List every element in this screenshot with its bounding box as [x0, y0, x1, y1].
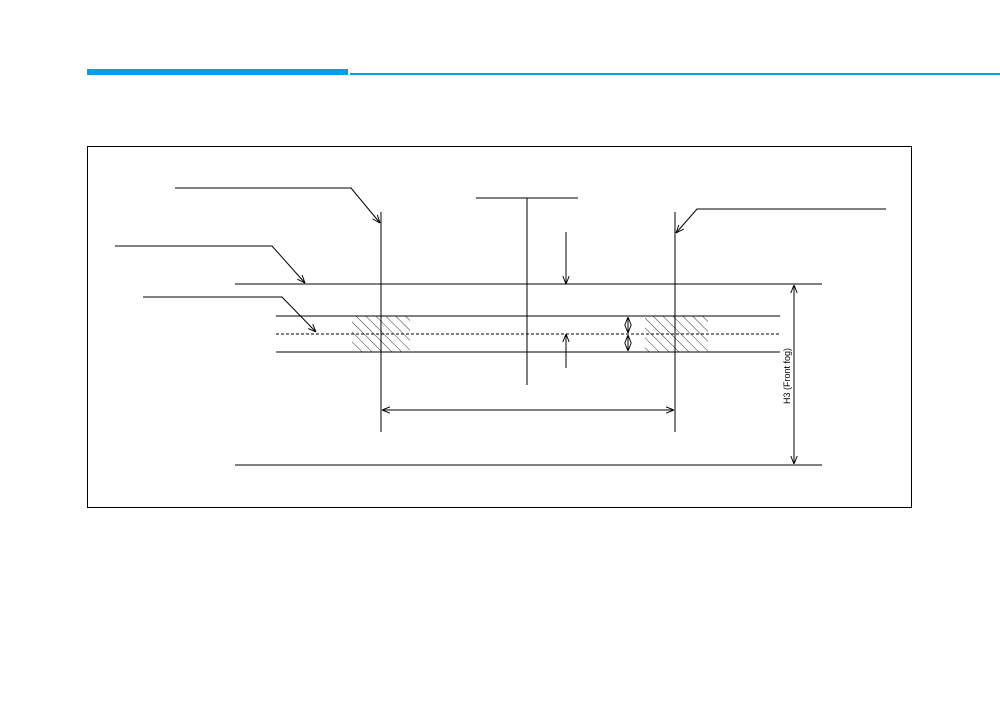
header-accent-bar-thick: [87, 69, 348, 75]
left-hatched-zone: [352, 316, 410, 352]
diagram-frame: [87, 146, 912, 508]
leader-line-right-lamp-center: [676, 208, 886, 233]
header-accent-bar-thin: [350, 73, 1000, 75]
right-hatched-zone: [645, 316, 708, 352]
leader-line-ground-top: [115, 245, 305, 283]
leader-line-center-dashed: [143, 296, 316, 332]
leader-line-left-lamp-center: [175, 187, 380, 223]
h3-front-fog-label: H3 (Front fog): [782, 348, 792, 404]
